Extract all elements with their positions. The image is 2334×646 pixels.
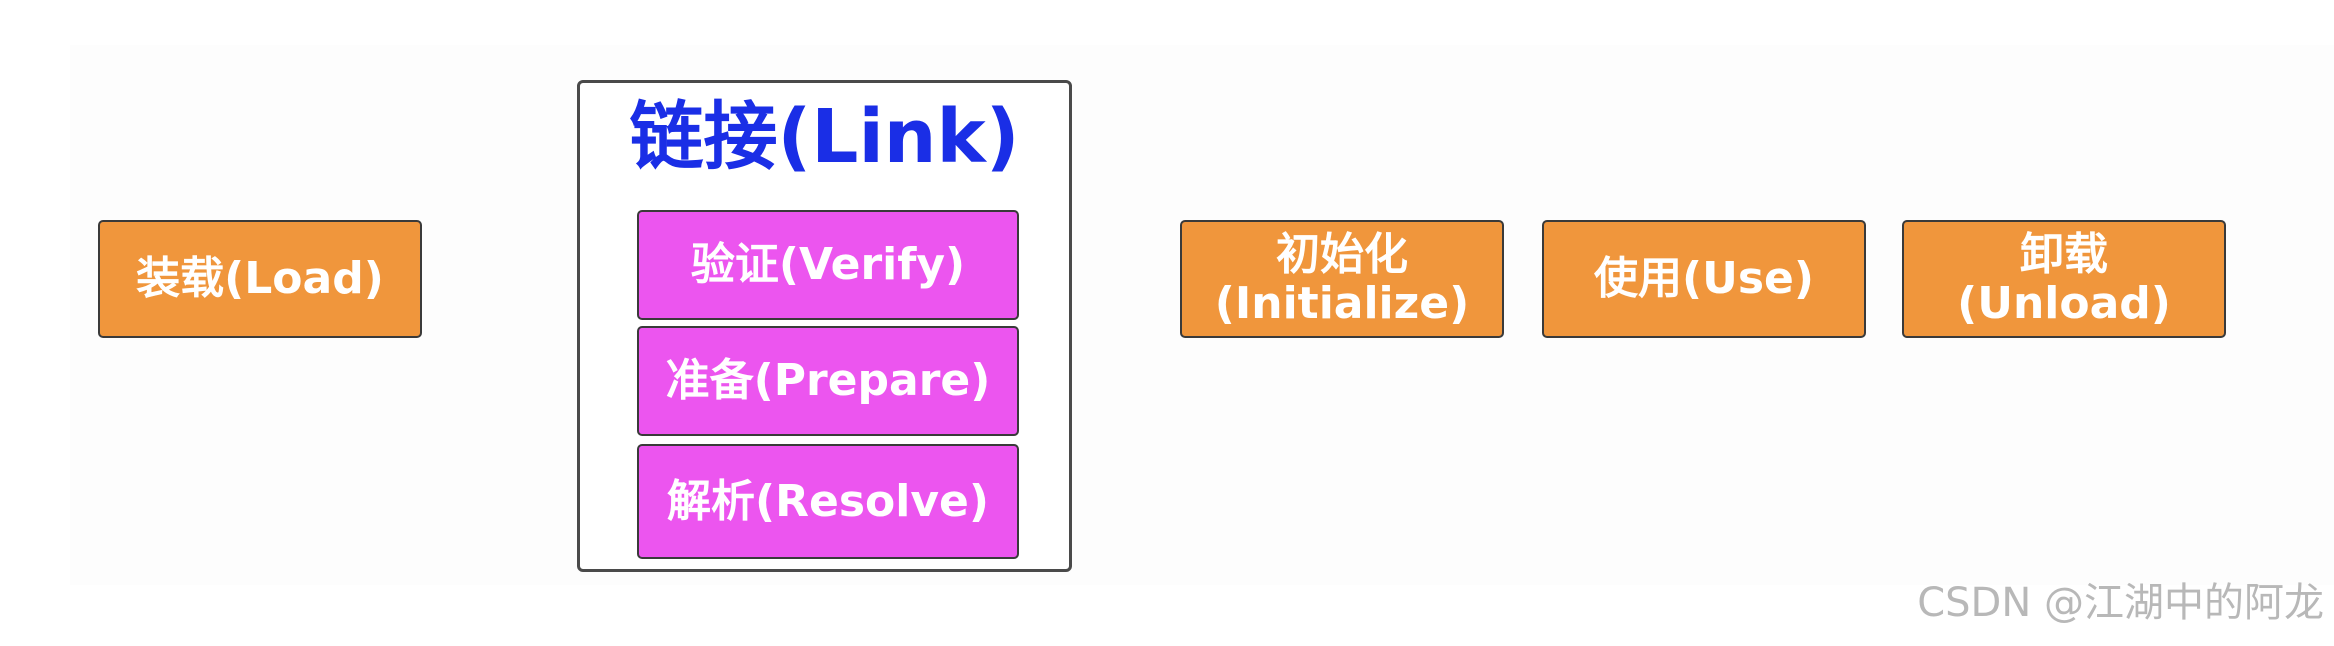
stage-initialize: 初始化 (Initialize) [1180, 220, 1504, 338]
stage-unload-line2: (Unload) [1957, 278, 2171, 329]
stage-load: 装载(Load) [98, 220, 422, 338]
stage-unload: 卸载 (Unload) [1902, 220, 2226, 338]
watermark: CSDN @江湖中的阿龙 [1917, 580, 2324, 626]
stage-load-label: 装载(Load) [136, 253, 384, 305]
stage-unload-line1: 卸载 [2020, 228, 2108, 280]
link-step-verify-label: 验证(Verify) [690, 239, 966, 291]
link-step-prepare: 准备(Prepare) [637, 326, 1019, 436]
link-step-verify: 验证(Verify) [637, 210, 1019, 320]
stage-initialize-line2: (Initialize) [1214, 278, 1470, 329]
stage-use: 使用(Use) [1542, 220, 1866, 338]
link-step-resolve: 解析(Resolve) [637, 444, 1019, 559]
link-step-prepare-label: 准备(Prepare) [665, 355, 991, 407]
stage-link-title: 链接(Link) [629, 94, 1020, 180]
stage-initialize-line1: 初始化 [1275, 228, 1408, 280]
link-step-resolve-label: 解析(Resolve) [667, 475, 989, 527]
stage-use-label: 使用(Use) [1594, 253, 1814, 305]
